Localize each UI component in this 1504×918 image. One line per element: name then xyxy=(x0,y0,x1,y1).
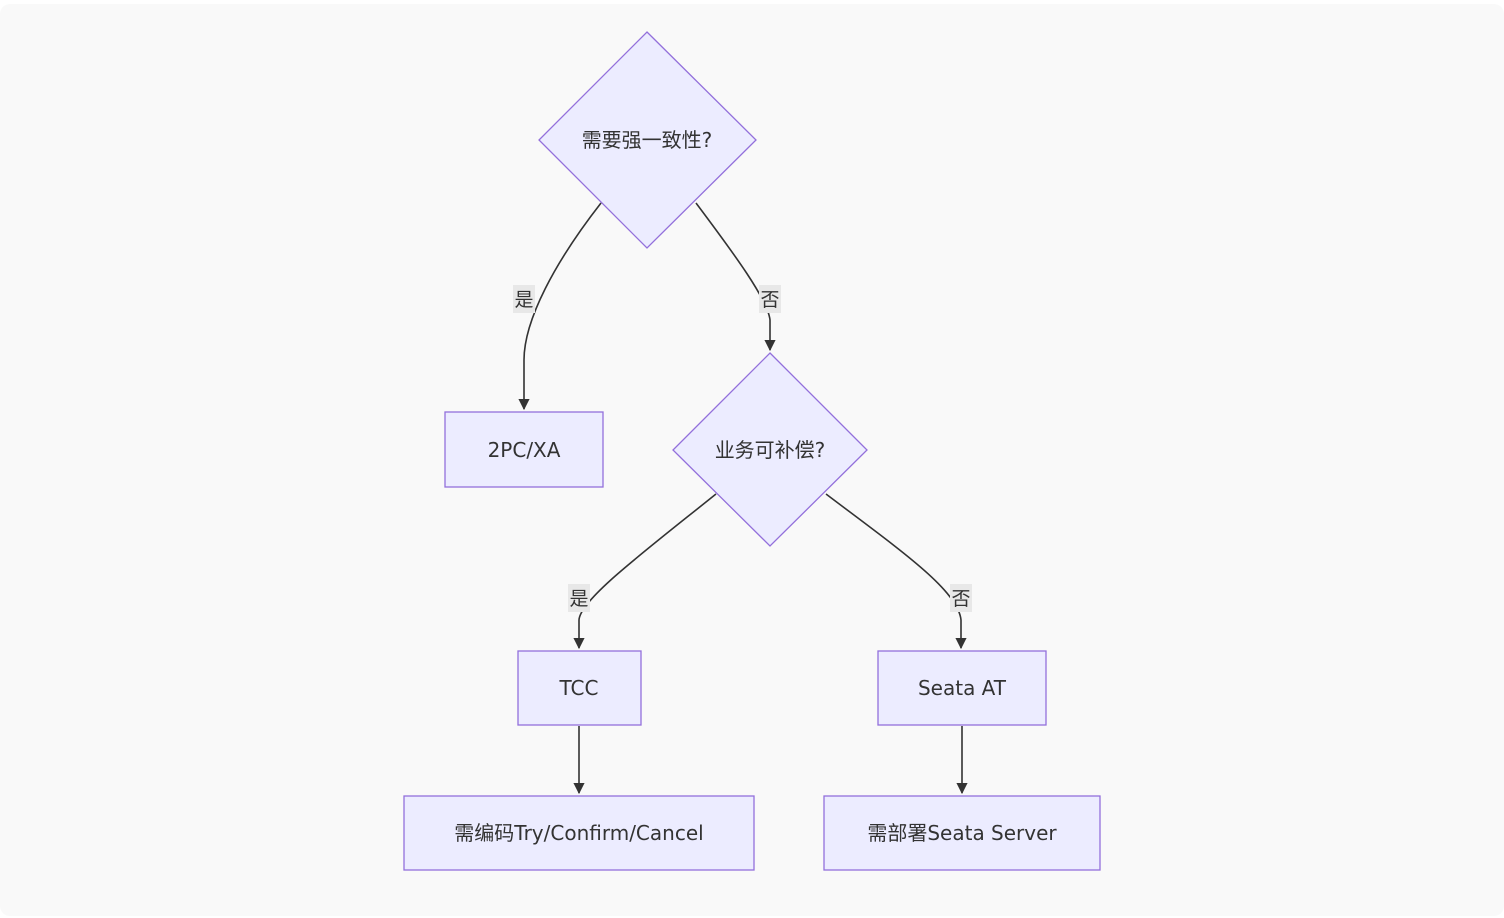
decision-strong-consistency: 需要强一致性? xyxy=(538,31,757,249)
svg-text:TCC: TCC xyxy=(559,676,599,700)
svg-text:是: 是 xyxy=(514,289,533,311)
svg-text:是: 是 xyxy=(569,588,588,610)
decision-business-compensable: 业务可补偿? xyxy=(672,352,868,547)
node-tcc: TCC xyxy=(517,650,642,726)
node-seata-server-required: 需部署Seata Server xyxy=(823,795,1101,871)
svg-text:业务可补偿?: 业务可补偿? xyxy=(715,438,826,462)
edge-q2-seata xyxy=(825,493,967,650)
svg-text:需部署Seata Server: 需部署Seata Server xyxy=(867,821,1057,845)
edge-label-q2-tcc: 是 xyxy=(568,584,590,612)
edge-q1-q2 xyxy=(695,202,776,352)
edge-label-q1-q2: 否 xyxy=(759,285,781,313)
svg-text:Seata AT: Seata AT xyxy=(918,676,1007,700)
edge-label-q2-seata: 否 xyxy=(950,584,972,612)
node-2pc-xa: 2PC/XA xyxy=(444,411,604,488)
svg-text:需编码Try/Confirm/Cancel: 需编码Try/Confirm/Cancel xyxy=(454,821,703,845)
node-tcc-coding-required: 需编码Try/Confirm/Cancel xyxy=(403,795,755,871)
edge-label-q1-xa: 是 xyxy=(513,285,535,313)
svg-text:否: 否 xyxy=(951,588,970,610)
svg-text:需要强一致性?: 需要强一致性? xyxy=(582,128,713,152)
svg-text:否: 否 xyxy=(760,289,779,311)
edge-q1-xa xyxy=(518,202,602,411)
edge-q2-tcc xyxy=(573,493,717,650)
svg-text:2PC/XA: 2PC/XA xyxy=(488,438,561,462)
node-seata-at: Seata AT xyxy=(877,650,1047,726)
